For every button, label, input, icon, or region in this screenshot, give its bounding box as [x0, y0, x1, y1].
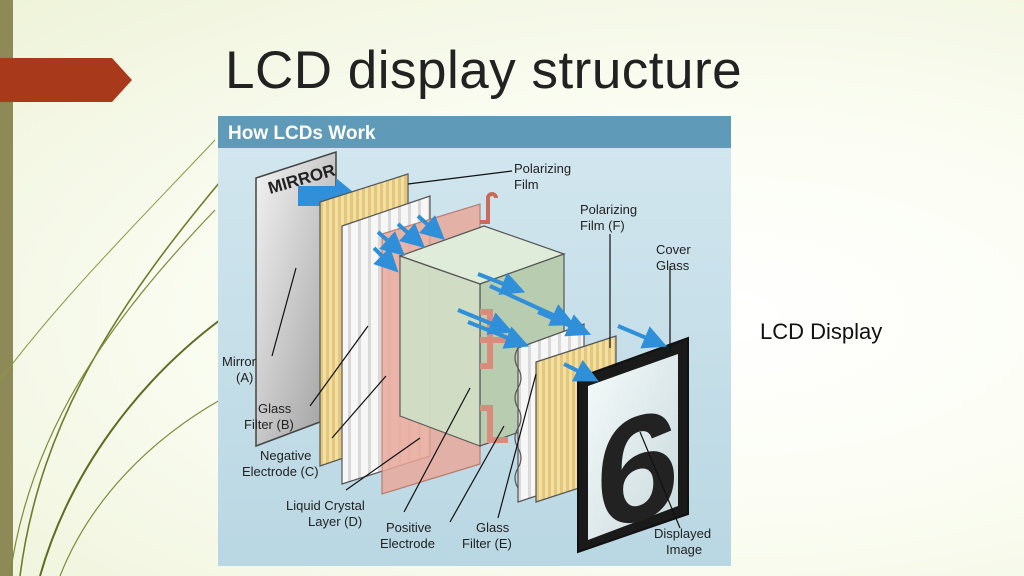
negative-electrode-terminal — [480, 192, 498, 224]
figure-header: How LCDs Work — [228, 123, 376, 144]
mirror-panel: MIRROR — [255, 150, 358, 448]
light-arrows — [372, 214, 668, 382]
lcd-display-caption: LCD Display — [760, 319, 883, 344]
displayed-digit: 6 — [596, 375, 679, 564]
lcd-diagram: How LCDs Work MIRROR — [218, 116, 731, 566]
glass-filter-e-wave — [514, 347, 522, 489]
slide-title: LCD display structure — [225, 41, 743, 100]
title-arrow-tab — [0, 58, 132, 102]
figure-header-bar — [218, 116, 731, 148]
leader-lines — [271, 170, 681, 529]
label-mirror: Mirror(A) — [222, 354, 257, 385]
cover-glass-display: 6 — [577, 336, 689, 564]
